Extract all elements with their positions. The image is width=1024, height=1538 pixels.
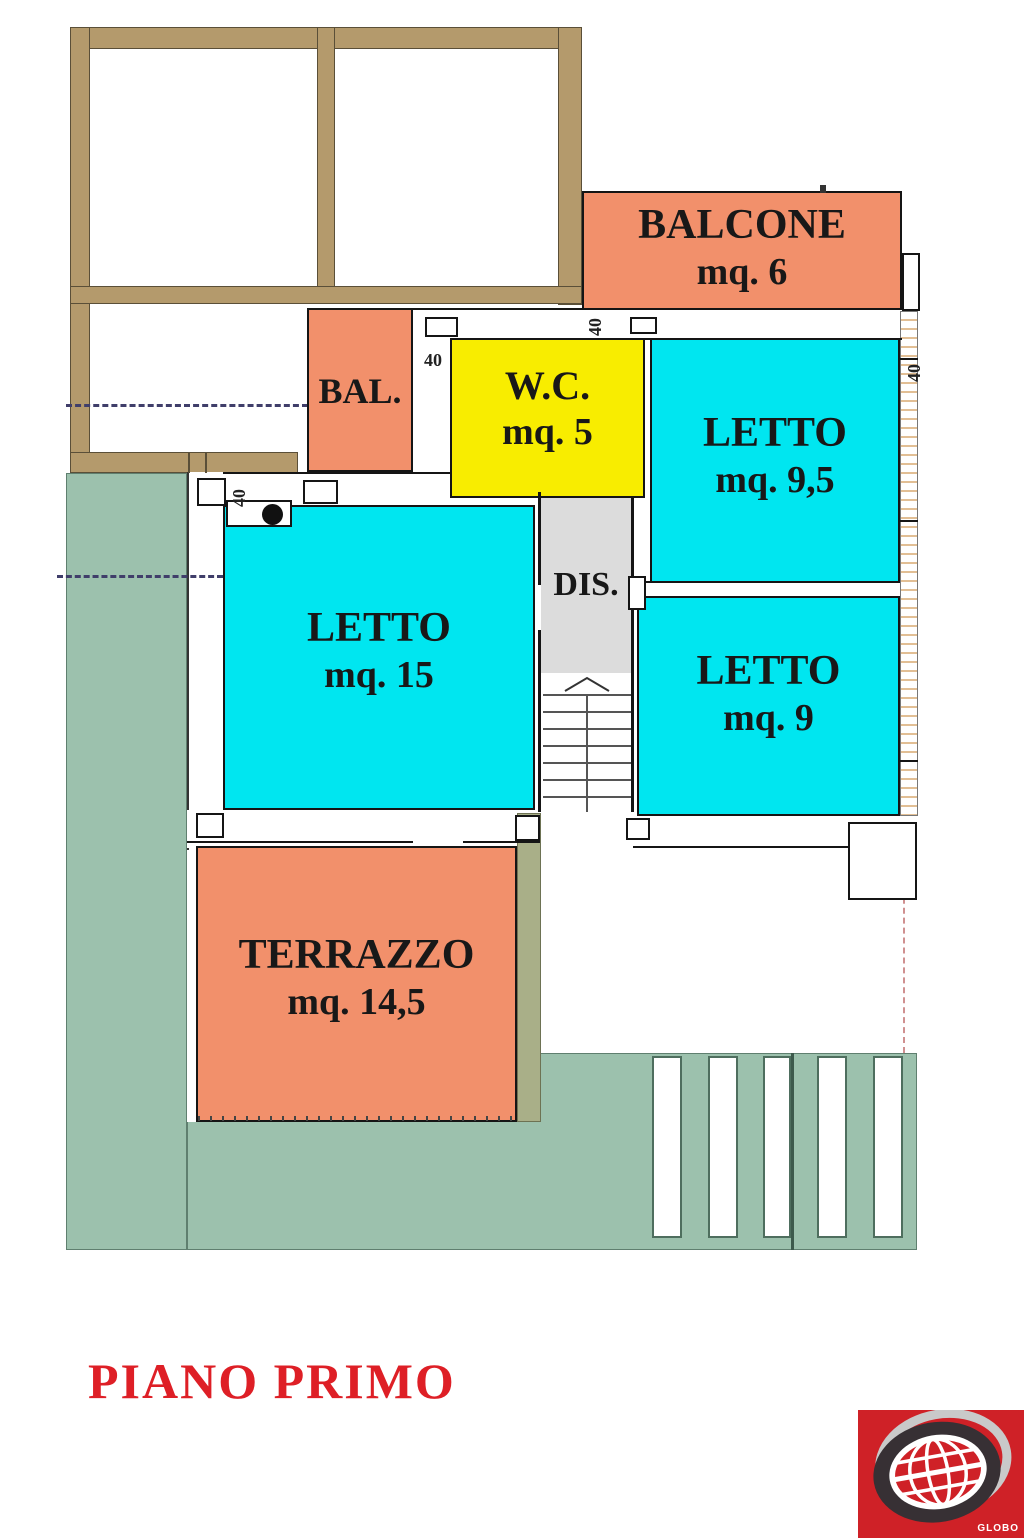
room-terrazzo bbox=[196, 846, 517, 1122]
room-name: TERRAZZO bbox=[238, 932, 475, 978]
door-post bbox=[628, 576, 646, 610]
company-logo: GLOBO bbox=[858, 1410, 1024, 1538]
room-area: mq. 5 bbox=[502, 411, 593, 453]
dim-label-40: 40 bbox=[229, 489, 249, 507]
room-wc bbox=[450, 338, 645, 498]
wall-mark bbox=[900, 760, 918, 762]
terrazzo-edge-hatch bbox=[198, 1116, 515, 1121]
globe-icon bbox=[873, 1410, 1012, 1523]
room-area: mq. 6 bbox=[696, 251, 788, 294]
label-letto-95: LETTO mq. 9,5 bbox=[650, 408, 900, 504]
room-name: BAL. bbox=[318, 371, 402, 411]
patio-area bbox=[541, 848, 905, 1053]
label-bal: BAL. bbox=[307, 370, 413, 413]
door-box bbox=[226, 500, 292, 527]
wall-step-block bbox=[848, 822, 917, 900]
label-terrazzo: TERRAZZO mq. 14,5 bbox=[196, 930, 517, 1026]
pergola-post-mark bbox=[205, 452, 207, 473]
wall-letto15-left bbox=[187, 472, 223, 850]
stairs-arrow-icon bbox=[564, 676, 610, 692]
label-wc: W.C. mq. 5 bbox=[450, 362, 645, 456]
logo-text: GLOBO bbox=[977, 1523, 1019, 1534]
wall-mark bbox=[900, 520, 918, 522]
stairs bbox=[541, 673, 633, 812]
wall-line bbox=[538, 630, 541, 812]
room-area: mq. 9 bbox=[723, 697, 814, 740]
wall-right-hatched bbox=[900, 311, 918, 816]
room-bal bbox=[307, 308, 413, 472]
pergola-beam-middle-vertical bbox=[317, 27, 335, 303]
pillar bbox=[425, 317, 458, 337]
pillar bbox=[515, 815, 540, 841]
wall-terrazzo-left bbox=[187, 850, 196, 1122]
wall-line bbox=[633, 846, 850, 848]
room-area: mq. 14,5 bbox=[287, 981, 426, 1024]
room-letto-9 bbox=[637, 596, 900, 816]
garden-stripe bbox=[708, 1056, 738, 1238]
room-letto-15 bbox=[223, 505, 535, 810]
wall-line bbox=[463, 841, 540, 843]
room-dis bbox=[541, 498, 633, 673]
wall-line bbox=[187, 841, 413, 843]
label-letto-9: LETTO mq. 9 bbox=[637, 646, 900, 742]
terrazzo-side-wall bbox=[517, 813, 541, 1122]
wall-line bbox=[631, 498, 634, 578]
pillar bbox=[196, 813, 224, 838]
room-balcone bbox=[582, 191, 902, 310]
plan-title: PIANO PRIMO bbox=[88, 1353, 456, 1409]
boundary-dash-line-lower bbox=[57, 575, 223, 578]
room-area: mq. 9,5 bbox=[715, 459, 835, 502]
garden-stripe bbox=[817, 1056, 847, 1238]
garden-stripe bbox=[652, 1056, 682, 1238]
balcone-top-tick bbox=[820, 185, 826, 193]
dim-label-40: 40 bbox=[424, 350, 442, 370]
room-name: LETTO bbox=[696, 648, 841, 694]
garden-area-left bbox=[66, 473, 187, 1250]
wall-line bbox=[830, 338, 902, 340]
pergola-beam-middle-horizontal bbox=[70, 286, 582, 304]
wall-line bbox=[538, 492, 541, 585]
dim-label-40: 40 bbox=[585, 318, 605, 336]
garden-divider-line bbox=[791, 1053, 794, 1250]
wall-mark bbox=[900, 358, 918, 360]
label-dis: DIS. bbox=[536, 565, 636, 606]
room-name: DIS. bbox=[553, 566, 619, 603]
pergola-beam-bottom bbox=[70, 452, 298, 473]
boundary-dash-line-upper bbox=[66, 404, 308, 407]
garden-stripe bbox=[873, 1056, 903, 1238]
room-area: mq. 15 bbox=[324, 654, 434, 697]
label-balcone: BALCONE mq. 6 bbox=[582, 200, 902, 296]
door-swing-icon bbox=[262, 504, 283, 525]
room-name: BALCONE bbox=[638, 202, 846, 248]
pillar bbox=[197, 478, 226, 506]
pillar bbox=[630, 317, 657, 334]
pergola-beam-right-vertical bbox=[558, 27, 582, 305]
pergola-post-mark bbox=[188, 452, 190, 473]
pillar bbox=[626, 818, 650, 840]
room-name: W.C. bbox=[504, 363, 591, 408]
stairs-treads bbox=[543, 676, 631, 812]
room-name: LETTO bbox=[703, 410, 847, 456]
room-name: LETTO bbox=[307, 605, 451, 651]
garden-stripe bbox=[763, 1056, 791, 1238]
wall-line bbox=[631, 610, 634, 812]
label-letto-15: LETTO mq. 15 bbox=[223, 603, 535, 699]
wall-right-jog bbox=[902, 253, 920, 311]
room-letto-95 bbox=[650, 338, 900, 583]
dim-label-40: 40 bbox=[904, 364, 924, 382]
pillar bbox=[303, 480, 338, 504]
wall-line bbox=[582, 338, 763, 340]
